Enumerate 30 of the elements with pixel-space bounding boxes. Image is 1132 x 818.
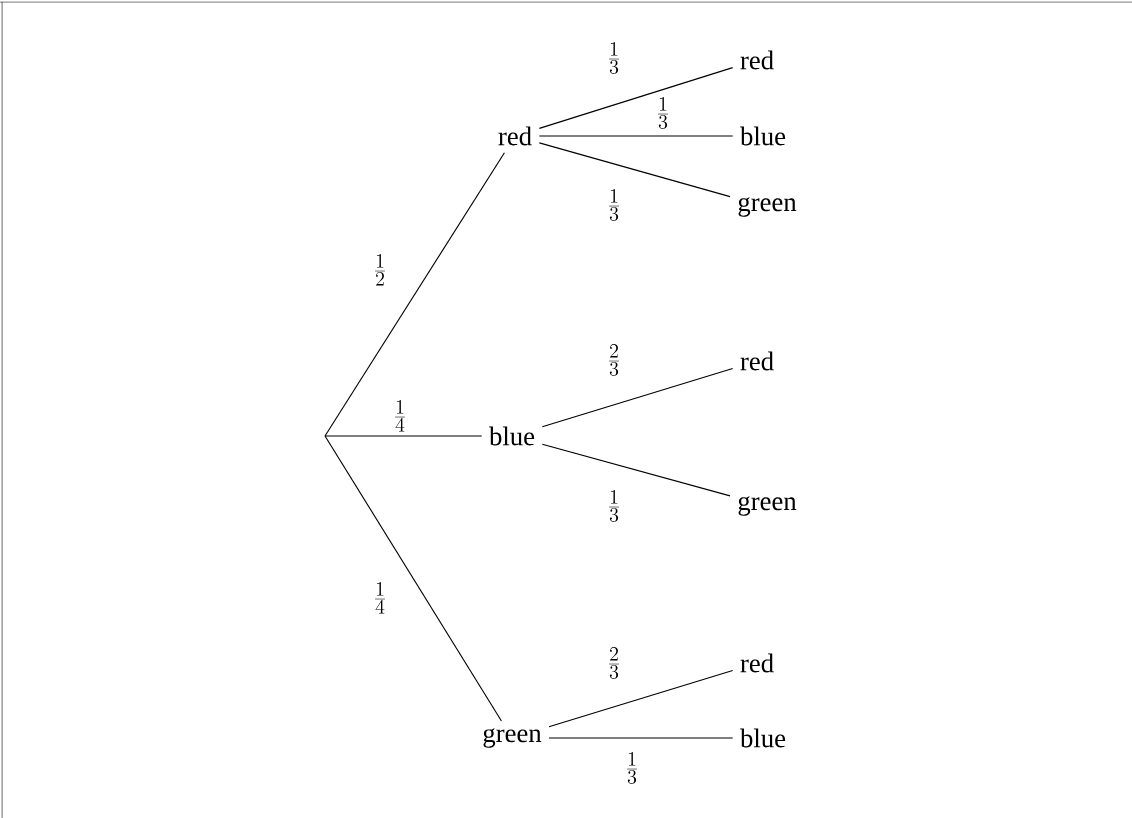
probability-label: $\frac{1}{3}$ xyxy=(627,752,637,784)
probability-label: $\frac{1}{3}$ xyxy=(609,189,619,221)
branch-line xyxy=(541,367,734,428)
branch-line xyxy=(541,443,731,497)
probability-label: $\frac{1}{3}$ xyxy=(658,97,668,129)
outcome-label: blue xyxy=(740,126,786,146)
branch-line xyxy=(548,669,734,728)
branch-line xyxy=(548,737,734,739)
probability-label: $\frac{1}{3}$ xyxy=(609,42,619,74)
branch-line xyxy=(324,435,483,437)
probability-label: $\frac{2}{3}$ xyxy=(609,647,619,679)
probability-label: $\frac{1}{2}$ xyxy=(375,254,385,286)
branch-line xyxy=(538,135,734,137)
outcome-label: blue xyxy=(489,426,535,446)
outcome-label: green xyxy=(738,197,797,217)
branch-line xyxy=(538,142,731,198)
outcome-label: red xyxy=(740,653,774,673)
outcome-label: green xyxy=(738,496,797,516)
branch-line xyxy=(324,152,505,437)
outcome-label: red xyxy=(740,351,774,371)
probability-label: $\frac{1}{4}$ xyxy=(375,582,385,614)
outcome-label: red xyxy=(740,50,774,70)
branch-line xyxy=(324,435,502,722)
branch-line xyxy=(538,67,734,129)
probability-label: $\frac{1}{3}$ xyxy=(609,490,619,522)
outcome-label: blue xyxy=(740,728,786,748)
outcome-label: green xyxy=(483,728,542,748)
outcome-label: red xyxy=(498,126,532,146)
probability-label: $\frac{2}{3}$ xyxy=(609,344,619,376)
probability-label: $\frac{1}{4}$ xyxy=(395,400,405,432)
